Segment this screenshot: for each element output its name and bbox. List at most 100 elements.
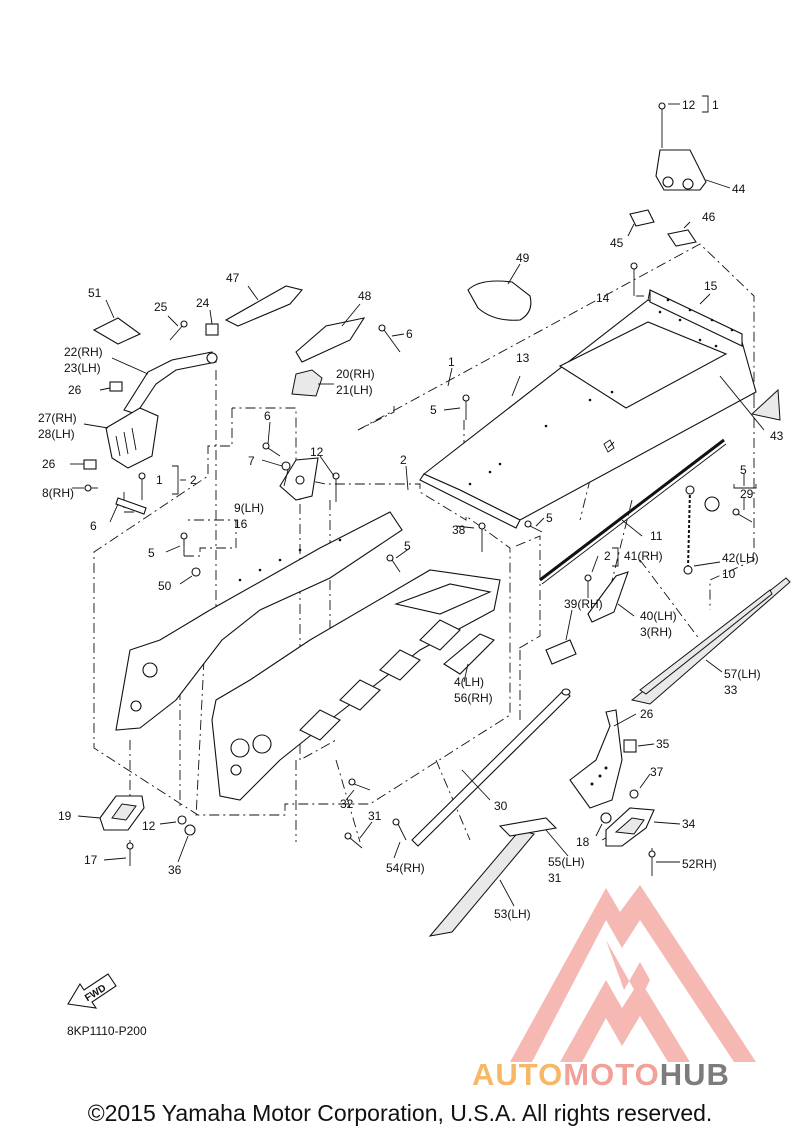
callout-18: 31 (368, 809, 382, 823)
callout-19: 12 (142, 819, 156, 833)
callout-54-rh: 55(LH) (548, 855, 585, 869)
gusset-3-4 (443, 633, 495, 675)
bar-37 (411, 688, 571, 847)
callout-12: 12 (310, 445, 324, 459)
callout-5: 2 (604, 549, 611, 563)
callout-23-lh: 23(LH) (64, 361, 101, 375)
callout-13: 13 (516, 351, 530, 365)
callout-29: 8(RH) (42, 486, 74, 500)
rod-38 (539, 438, 727, 585)
callout-42-lh: 10 (722, 567, 736, 581)
boot-20-21 (291, 369, 323, 397)
bolt-29 (84, 484, 98, 492)
nut-7 (281, 461, 291, 471)
callout-37: 30 (494, 799, 508, 813)
callout-7: 7 (248, 454, 255, 468)
front-bracket-22-23 (123, 351, 218, 415)
decal-56-57 (630, 577, 791, 705)
callout-5: 29 (740, 487, 754, 501)
callout-12: 12 (682, 98, 696, 112)
callout-39-rh: 40(LH) (640, 609, 677, 623)
watermark-logo (510, 885, 756, 1062)
callout-12: 32 (340, 797, 354, 811)
callout-32: 34 (682, 817, 696, 831)
callout-38: 11 (650, 529, 663, 543)
callout-48: 48 (358, 289, 372, 303)
callout-51: 51 (88, 286, 102, 300)
footrest-30 (99, 795, 145, 831)
rear-rail-15 (649, 289, 743, 347)
callout-6: 6 (264, 409, 271, 423)
callout-27-rh: 27(RH) (38, 411, 77, 425)
callout-55-lh: 31 (548, 871, 562, 885)
callout-labels: 12 1 44 46 45 49 14 15 47 48 51 25 24 6 … (38, 98, 784, 921)
callout-21-lh: 21(LH) (336, 383, 373, 397)
callout-46: 46 (702, 210, 716, 224)
callout-17: 36 (168, 863, 182, 877)
group-boundary-2 (357, 243, 755, 651)
callout-52-rh: 53(LH) (494, 907, 531, 921)
callout-15: 15 (704, 279, 718, 293)
callout-31: 52RH) (682, 857, 717, 871)
callout-56-rh: 57(LH) (724, 667, 761, 681)
callout-2: 41(RH) (624, 549, 663, 563)
callout-28-lh: 28(LH) (38, 427, 75, 441)
callout-10: 50 (158, 579, 172, 593)
nut-24 (205, 323, 219, 336)
callout-30: 19 (58, 809, 72, 823)
callout-4-lh: 56(RH) (454, 691, 493, 705)
callout-9-lh: 16 (234, 517, 248, 531)
decal-45 (629, 209, 655, 227)
decal-46 (667, 229, 697, 247)
callout-24: 24 (196, 296, 210, 310)
callout-47: 47 (226, 271, 240, 285)
sheet-43 (750, 388, 781, 421)
callout-49: 49 (516, 251, 530, 265)
callout-5: 5 (430, 403, 437, 417)
watermark-part-auto: AUTO (472, 1057, 564, 1092)
fwd-arrow-icon: FWD (67, 973, 117, 1009)
callout-43: 43 (770, 429, 784, 443)
copyright-notice: ©2015 Yamaha Motor Corporation, U.S.A. A… (87, 1100, 713, 1126)
frame-rail-right (211, 569, 501, 801)
callout-20-rh: 20(RH) (336, 367, 375, 381)
watermark-text: AUTOMOTOHUB (472, 1057, 730, 1093)
watermark-part-hub: HUB (659, 1057, 730, 1092)
pad-49 (467, 280, 532, 321)
cap-51 (92, 317, 142, 345)
group-boundary-1 (93, 406, 511, 816)
callout-57-lh: 33 (724, 683, 738, 697)
callout-40-lh: 3(RH) (640, 625, 672, 639)
callout-35: 37 (650, 765, 664, 779)
callout-26: 26 (68, 383, 82, 397)
front-bracket-27-28 (105, 407, 159, 469)
callout-33: 26 (640, 707, 654, 721)
leader-lines (70, 95, 765, 907)
callout-6: 6 (406, 327, 413, 341)
strap-16 (115, 497, 147, 515)
callout-1: 1 (448, 355, 455, 369)
frame-rail-left (115, 511, 403, 731)
fasteners (126, 262, 753, 876)
callout-45: 45 (610, 236, 624, 250)
block-50 (545, 639, 577, 665)
callout-2: 2 (400, 453, 407, 467)
watermark-part-moto: MOTO (563, 1057, 660, 1092)
callout-50: 39(RH) (564, 597, 603, 611)
callout-36: 54(RH) (386, 861, 425, 875)
pad-47 (224, 285, 303, 327)
callout-22-rh: 22(RH) (64, 345, 103, 359)
callout-5: 38 (452, 523, 466, 537)
callout-25: 25 (154, 300, 168, 314)
callout-26: 26 (42, 457, 56, 471)
callout-1: 1 (712, 98, 719, 112)
pad-48 (295, 317, 366, 363)
callout-5: 5 (404, 539, 411, 553)
callout-12: 1 (156, 473, 163, 487)
diagram-code: 8KP1110-P200 (67, 1024, 147, 1038)
callout-16: 6 (90, 519, 97, 533)
callout-41-rh: 42(LH) (722, 551, 759, 565)
callout-34: 18 (576, 835, 590, 849)
clip-26 (83, 381, 123, 470)
